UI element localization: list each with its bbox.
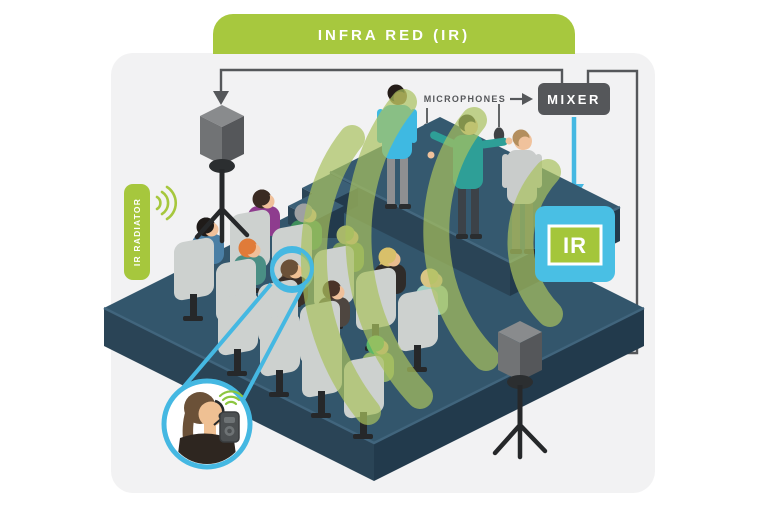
face [198, 401, 224, 427]
neck [204, 422, 216, 436]
title-banner [213, 14, 575, 54]
ir-emitter-box: IR [535, 206, 615, 282]
ir-emitter-label: IR [563, 233, 587, 258]
ir-wave [507, 159, 563, 327]
ir-wave [423, 107, 499, 371]
microphones-label: MICROPHONES [424, 94, 506, 104]
callout-line [241, 284, 306, 401]
cable-mixer-to-left-speaker [219, 68, 564, 92]
ir-receiver-device [219, 411, 240, 443]
mixer-box [538, 83, 610, 115]
callout-highlight-circle [270, 246, 314, 290]
ir-wave [300, 125, 381, 425]
receiver-signal-icon [218, 390, 244, 406]
arrow-down-icon [213, 91, 229, 105]
ir-wave-beams [300, 89, 563, 425]
arrow-right-icon [522, 93, 533, 105]
empty-seat [260, 313, 300, 397]
callout-line [174, 282, 273, 398]
listener-callout [161, 246, 314, 470]
page-title: INFRA RED (IR) [318, 27, 470, 44]
ir-wave [345, 89, 433, 409]
ir-radiator-waves-icon [155, 185, 177, 221]
ir-radiator-label: IR RADIATOR [132, 198, 142, 266]
mixer-label: MIXER [547, 92, 601, 107]
ir-radiator-badge: IR RADIATOR [124, 184, 150, 280]
